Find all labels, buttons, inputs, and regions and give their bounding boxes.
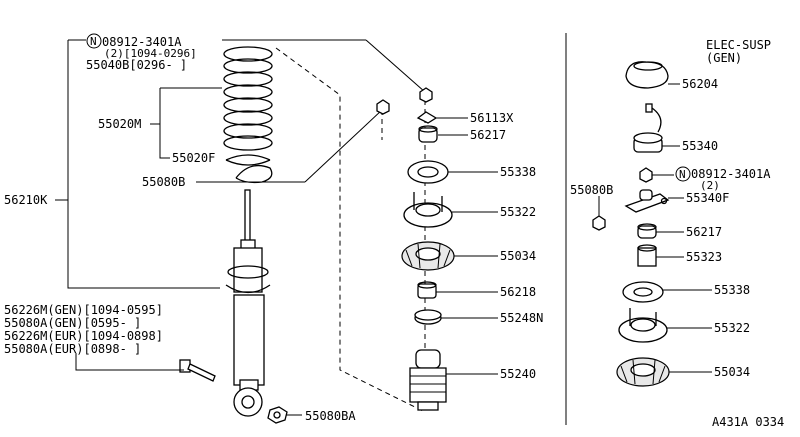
alignment-dash-1 (275, 47, 426, 413)
mount-a-part (403, 192, 453, 228)
label-nut-elec: 08912-3401A (691, 167, 771, 181)
label-bracket: 55340F (686, 191, 729, 205)
middle-bolt (376, 99, 390, 115)
svg-text:N: N (679, 168, 686, 181)
label-seal-a: 55248N (500, 311, 543, 325)
middle-leaders (436, 117, 498, 375)
nut-std-leader-2 (365, 39, 426, 93)
mount-b-part (618, 308, 668, 343)
seat-b-part (622, 281, 664, 303)
bumper-a-part (417, 281, 437, 299)
n-symbol-right: N (675, 166, 691, 182)
insulator-b-part (616, 357, 670, 387)
shock-bracket (75, 353, 184, 371)
spring-seat-a-part (407, 160, 449, 184)
label-nut-std-qty: (2)[1094-0296] (104, 47, 197, 60)
label-cap: 56204 (682, 77, 718, 91)
label-insulator-a: 55034 (500, 249, 536, 263)
spring-ring (235, 164, 273, 184)
label-nut-bottom: 55080BA (305, 409, 356, 423)
top-nut (419, 87, 433, 103)
actuator-part (633, 103, 663, 153)
insulator-a-part (401, 241, 455, 271)
label-boot: 55240 (500, 367, 536, 381)
diagram-id: A431A 0334 (712, 415, 784, 429)
label-spring: 55020M (98, 117, 141, 131)
top-washer (416, 111, 438, 124)
label-mount-a: 55322 (500, 205, 536, 219)
bushing-a-part (418, 125, 438, 143)
cap-part (625, 61, 669, 89)
label-nut-std: 08912-3401A (102, 35, 182, 49)
label-assy: 56210K (4, 193, 48, 207)
spacer-part (637, 244, 657, 267)
bushing-b-part (637, 223, 657, 239)
label-elec-title: ELEC-SUSP (706, 38, 771, 52)
label-spacer: 55323 (686, 250, 722, 264)
svg-text:N: N (90, 35, 97, 48)
label-actuator: 55340 (682, 139, 718, 153)
lower-spring-seat (225, 154, 271, 166)
label-insulator-b: 55034 (714, 365, 750, 379)
label-washer-top: 56113X (470, 111, 514, 125)
label-mount-b: 55322 (714, 321, 750, 335)
label-bolt-eur: 55080A(EUR)[0898- ] (4, 342, 141, 356)
label-bolt-mid: 55080B (142, 175, 185, 189)
right-leaders (598, 83, 712, 373)
label-bushing-a: 56217 (470, 128, 506, 142)
label-bushing-b: 56217 (686, 225, 722, 239)
label-bolt-elec: 55080B (570, 183, 613, 197)
label-shock-gen: 56226M(GEN)[1094-0595] (4, 303, 163, 317)
label-bumper-a: 56218 (500, 285, 536, 299)
label-seat-b: 55338 (714, 283, 750, 297)
boot-part (409, 349, 447, 411)
bracket-part (624, 189, 670, 213)
elec-bolt-part (592, 215, 606, 231)
shock-absorber (225, 189, 271, 417)
seal-a-part (414, 309, 442, 325)
label-seat-a: 55338 (500, 165, 536, 179)
lower-nut (267, 406, 288, 424)
coil-spring (223, 46, 273, 151)
lower-bolt (179, 359, 216, 382)
n-symbol-left: N (86, 33, 102, 49)
assy-bracket (67, 40, 220, 289)
label-bolt-gen: 55080A(GEN)[0595- ] (4, 316, 141, 330)
spring-bracket (159, 88, 170, 159)
label-spring-alt: 55040B[0296- ] (86, 58, 187, 72)
label-seat-lower: 55020F (172, 151, 215, 165)
label-shock-eur: 56226M(EUR)[1094-0898] (4, 329, 163, 343)
elec-nut-part (639, 167, 653, 183)
label-nut-elec-qty: (2) (700, 179, 720, 192)
bolt-mid-leader-2 (304, 109, 383, 183)
label-elec-sub: (GEN) (706, 51, 742, 65)
